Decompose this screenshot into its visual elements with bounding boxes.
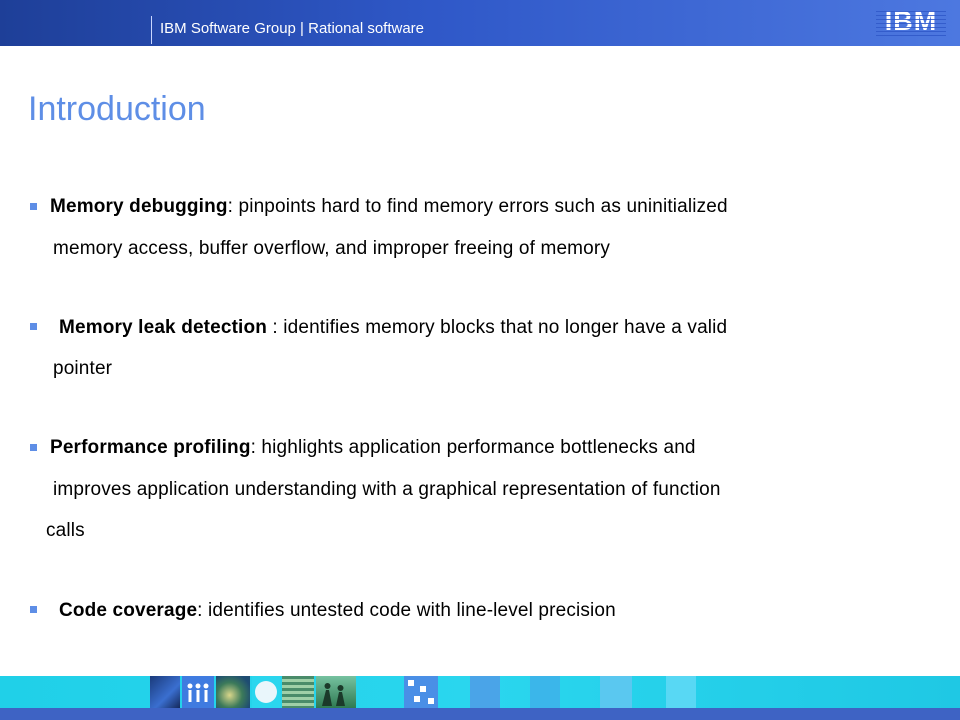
footer-thumbnail bbox=[530, 676, 560, 708]
bullet-term: Performance profiling bbox=[50, 437, 251, 458]
footer-thumbnail bbox=[150, 676, 180, 708]
bullet-description: : pinpoints hard to find memory errors s… bbox=[227, 196, 728, 217]
circle-icon bbox=[255, 681, 277, 703]
bullet-continuation: calls bbox=[46, 520, 85, 541]
people-icon bbox=[187, 683, 209, 702]
footer-thumbnail bbox=[600, 676, 632, 708]
bullet-icon bbox=[30, 606, 37, 613]
bullet-term: Memory leak detection bbox=[59, 317, 267, 338]
bullet-icon bbox=[30, 203, 37, 210]
bullet-continuation: memory access, buffer overflow, and impr… bbox=[53, 238, 611, 259]
bullet-description: : identifies memory blocks that no longe… bbox=[267, 317, 728, 338]
footer-thumbnail bbox=[252, 676, 280, 708]
bullet-term: Memory debugging bbox=[50, 196, 228, 217]
header-title: IBM Software Group | Rational software bbox=[160, 20, 425, 37]
footer-thumbnail bbox=[404, 676, 438, 708]
footer-thumbnail bbox=[182, 676, 214, 708]
footer-thumbnail bbox=[282, 676, 314, 708]
silhouettes-icon bbox=[322, 683, 345, 706]
bullet-item-memory-leak-detection: Memory leak detection : identifies memor… bbox=[59, 316, 727, 340]
bullet-continuation: improves application understanding with … bbox=[53, 479, 721, 500]
footer-thumbnail bbox=[216, 676, 250, 708]
bullet-item-performance-profiling: Performance profiling: highlights applic… bbox=[50, 436, 696, 460]
bullet-description: : highlights application performance bot… bbox=[250, 437, 696, 458]
footer-thumbnail bbox=[316, 676, 356, 708]
footer-strip bbox=[0, 708, 960, 720]
footer-thumbnail bbox=[470, 676, 500, 708]
bullet-icon bbox=[30, 444, 37, 451]
bullet-continuation: pointer bbox=[53, 358, 113, 379]
bullet-item-code-coverage: Code coverage: identifies untested code … bbox=[59, 599, 616, 623]
header-divider bbox=[151, 16, 152, 44]
bullet-description: : identifies untested code with line-lev… bbox=[197, 600, 616, 621]
bullet-item-memory-debugging: Memory debugging: pinpoints hard to find… bbox=[50, 195, 728, 219]
bullet-term: Code coverage bbox=[59, 600, 198, 621]
footer-thumbnail bbox=[666, 676, 696, 708]
slide-title: Introduction bbox=[28, 90, 206, 128]
bullet-icon bbox=[30, 323, 37, 330]
header-band bbox=[0, 0, 960, 46]
